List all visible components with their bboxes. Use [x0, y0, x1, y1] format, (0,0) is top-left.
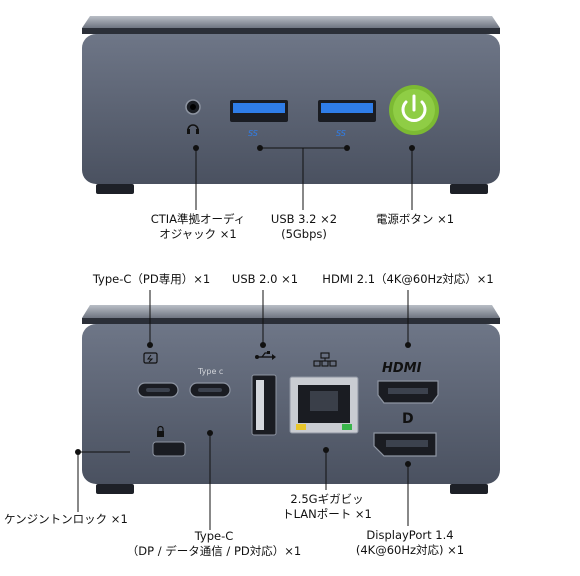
usb32-line1: USB 3.2 ×2	[270, 212, 338, 226]
dp-line1: DisplayPort 1.4	[366, 528, 454, 542]
ctia-line2: オジャック ×1	[159, 227, 237, 241]
front-foot-left	[96, 184, 134, 194]
lan-line2: トLANポート ×1	[282, 507, 372, 521]
hdmi-logo-icon: HDMI	[382, 361, 422, 376]
usb-icon	[255, 351, 276, 360]
hdmi-label: HDMI 2.1（4K@60Hz対応）×1	[312, 272, 504, 287]
typec-dp-line2: （DP / データ通信 / PD対応）×1	[126, 544, 302, 558]
usb20-label-text: USB 2.0 ×1	[231, 272, 299, 286]
dp-line2: (4K@60Hz対応) ×1	[355, 543, 465, 557]
back-top-plate	[82, 305, 500, 318]
displayport-label: DisplayPort 1.4 (4K@60Hz対応) ×1	[354, 528, 466, 558]
lan-label: 2.5Gギガビッ トLANポート ×1	[278, 492, 376, 522]
front-top-plate	[82, 16, 500, 28]
power-label: 電源ボタン ×1	[360, 212, 470, 227]
typec-mark: Type c	[197, 367, 223, 376]
lan-led-yellow	[296, 424, 306, 430]
front-top-gap	[82, 28, 500, 34]
displayport-logo-icon: D	[402, 411, 414, 427]
headset-icon	[187, 124, 199, 134]
back-foot-right	[450, 484, 488, 494]
front-device	[82, 16, 500, 210]
front-foot-right	[450, 184, 488, 194]
ctia-audio-label: CTIA準拠オーディ オジャック ×1	[128, 212, 268, 242]
ctia-line1: CTIA準拠オーディ	[150, 212, 246, 226]
lan-led-green	[342, 424, 352, 430]
hdmi-logo-text: HDMI	[382, 361, 422, 376]
network-icon	[313, 352, 337, 367]
usb32-label: USB 3.2 ×2 (5Gbps)	[254, 212, 354, 242]
ss-mark-1: SS	[248, 129, 258, 138]
dp-logo-text: D	[402, 411, 414, 427]
back-top-gap	[82, 318, 500, 324]
usb32-line2: (5Gbps)	[281, 227, 327, 241]
typec-pd-label: Type-C（PD専用）×1	[84, 272, 219, 287]
power-label-text: 電源ボタン ×1	[375, 212, 455, 226]
lan-line1: 2.5Gギガビッ	[290, 492, 364, 506]
typec-pd-label-text: Type-C（PD専用）×1	[92, 272, 211, 286]
usb20-label: USB 2.0 ×1	[225, 272, 305, 287]
kensington-label-text: ケンジントンロック ×1	[4, 512, 128, 526]
back-device: HDMI D Type c	[75, 290, 500, 530]
kensington-label: ケンジントンロック ×1	[4, 512, 128, 527]
hdmi-label-text: HDMI 2.1（4K@60Hz対応）×1	[322, 272, 494, 286]
typec-dp-line1: Type-C	[194, 529, 234, 543]
front-body	[82, 34, 500, 184]
kensington-slot	[152, 441, 186, 457]
power-icon	[401, 94, 427, 122]
pd-icon	[143, 352, 158, 364]
typec-dp-label: Type-C （DP / データ通信 / PD対応）×1	[116, 529, 312, 559]
lock-icon	[157, 425, 164, 437]
back-foot-left	[96, 484, 134, 494]
ss-mark-2: SS	[336, 129, 346, 138]
